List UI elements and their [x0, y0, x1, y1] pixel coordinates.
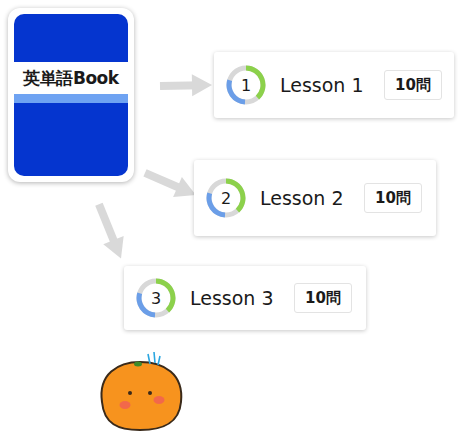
- book-cover: 英単語Book: [8, 8, 134, 182]
- question-count: 10問: [295, 284, 351, 312]
- lesson-number: 2: [206, 178, 246, 218]
- flow-arrow: [145, 173, 187, 191]
- mascot-eye: [148, 391, 152, 395]
- mascot-leaf: [134, 362, 142, 367]
- count-badge: 10問: [364, 183, 422, 213]
- mascot-eye: [128, 391, 132, 395]
- book-band: [14, 94, 128, 103]
- lesson-number: 3: [136, 278, 176, 318]
- lesson-title: Lesson 1: [280, 52, 380, 118]
- orange-mascot: [101, 352, 181, 430]
- lesson-number: 1: [226, 65, 266, 105]
- mascot-cheek: [120, 401, 131, 409]
- ring-track: [137, 279, 176, 318]
- mascot-cheek: [154, 396, 165, 404]
- question-count: 10問: [385, 71, 441, 99]
- count-badge: 10問: [384, 70, 442, 100]
- ring-track: [227, 66, 266, 105]
- ring-track: [207, 179, 246, 218]
- progress-ring: 2: [206, 178, 246, 218]
- progress-ring: 1: [226, 65, 266, 105]
- lesson-card: Lesson 3 3 10問: [124, 266, 366, 330]
- lesson-title: Lesson 2: [260, 160, 360, 236]
- count-badge: 10問: [294, 283, 352, 313]
- mascot-body: [101, 362, 181, 430]
- lesson-card: Lesson 2 2 10問: [194, 160, 436, 236]
- book-title: 英単語Book: [14, 62, 128, 94]
- mascot-marks: [148, 352, 160, 365]
- lesson-title: Lesson 3: [190, 266, 290, 330]
- question-count: 10問: [365, 184, 421, 212]
- flow-arrow: [99, 204, 117, 249]
- flow-arrow: [160, 81, 202, 90]
- progress-ring: 3: [136, 278, 176, 318]
- lesson-card: Lesson 1 1 10問: [214, 52, 454, 118]
